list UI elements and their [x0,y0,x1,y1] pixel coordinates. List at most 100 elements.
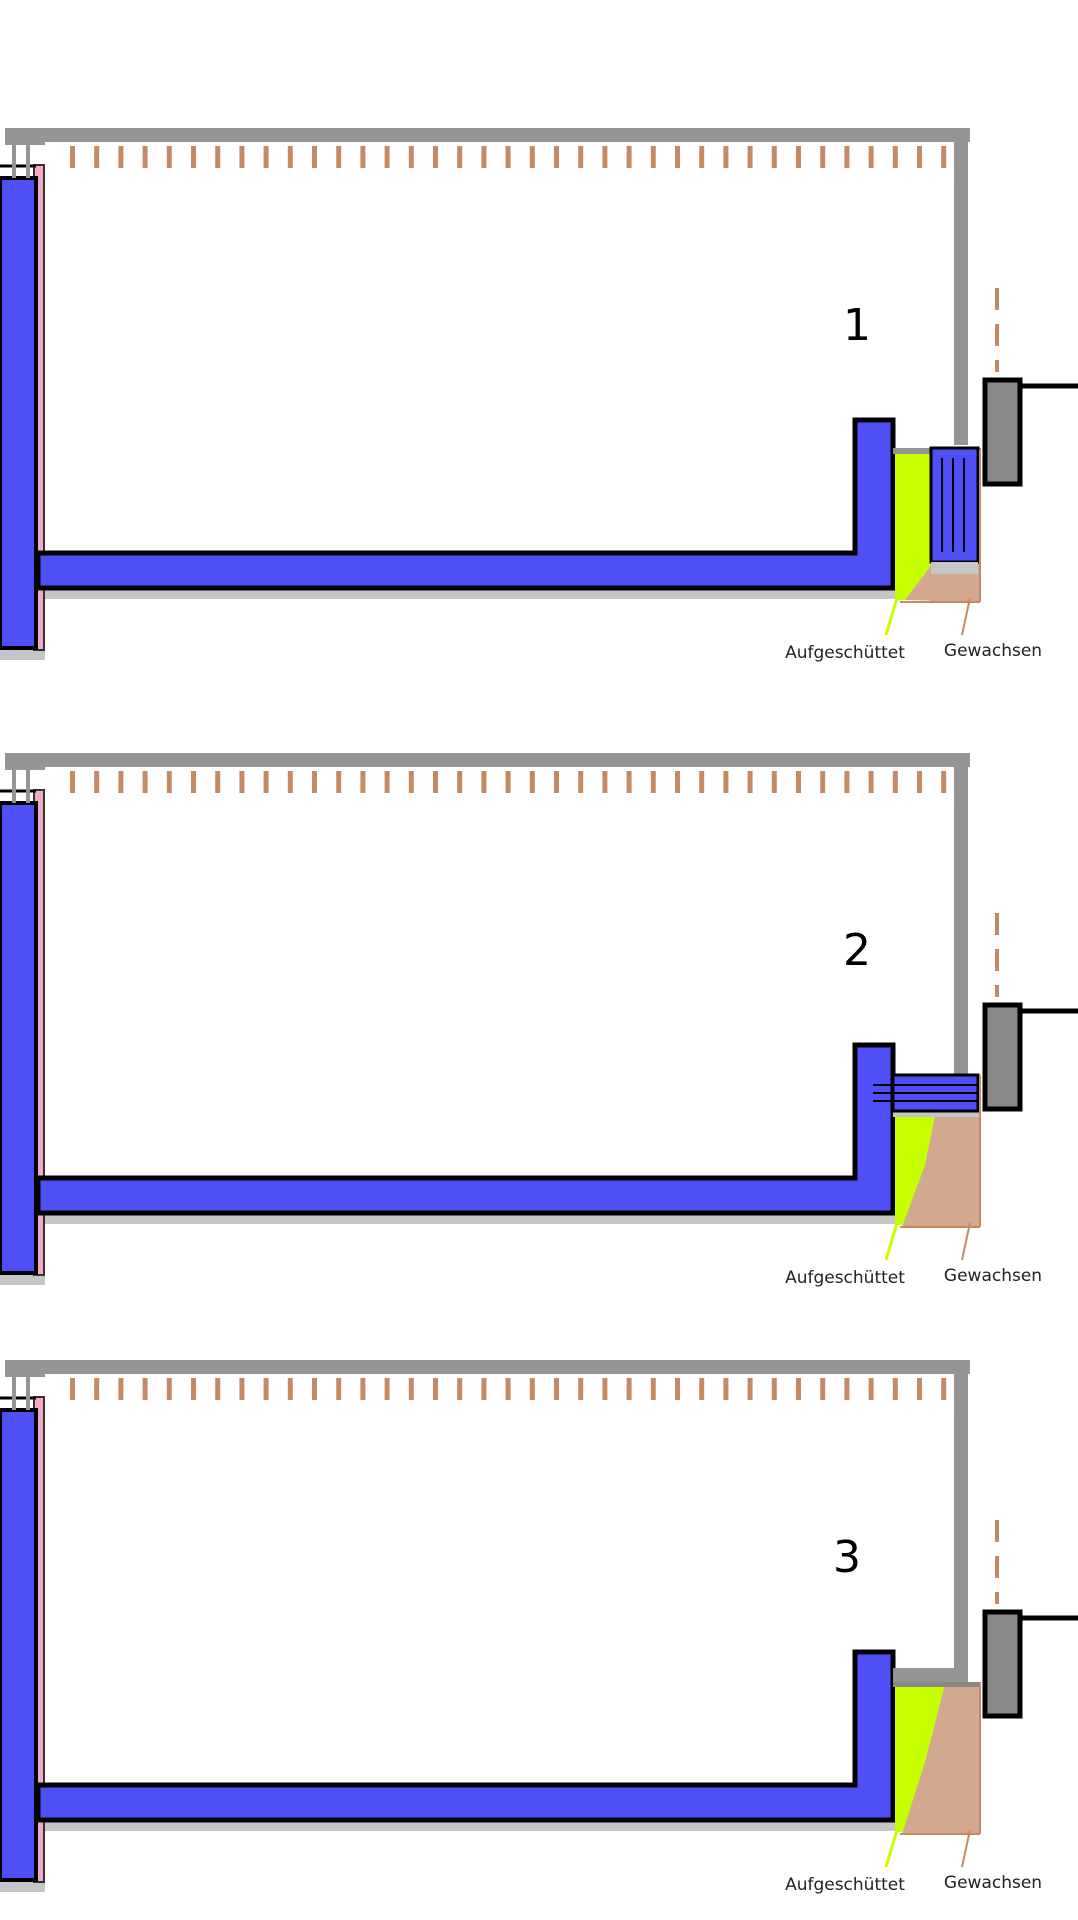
rebar-tick [263,1378,269,1400]
rebar-tick [312,771,317,793]
label-native: Gewachsen [944,641,1042,661]
rebar-tick [626,146,632,168]
rebar-tick [312,146,317,168]
left-wall [0,176,38,650]
rebar-tick [723,1378,729,1400]
footing-block [982,1609,1023,1719]
leader-fill [884,1222,899,1261]
rebar-tick [747,146,753,168]
rebar-tick [650,1378,656,1400]
footing-block [982,1002,1023,1112]
ground-line-left [0,1882,45,1892]
right-column [954,128,968,445]
rebar-tick [844,146,850,168]
rebar-tick [650,146,656,168]
rebar-tick [941,771,947,793]
rebar-tick [191,146,196,168]
rebar-tick [844,1378,850,1400]
rebar-tick [747,771,753,793]
rebar-tick [94,146,100,168]
rebar-tick [796,146,801,168]
rebar-tick [578,771,584,793]
panel-number: 3 [833,1532,861,1583]
rebar-tick [457,146,463,168]
bearing-pad [931,562,978,574]
rebar-tick [166,146,172,168]
rebar-tick [215,1378,221,1400]
beam-anchor-2 [26,142,30,178]
rebar-tick [457,1378,463,1400]
rebar-tick [578,146,584,168]
rebar-tick [336,771,342,793]
bearing-beam [893,1668,968,1682]
rebar-tick [626,771,632,793]
rebar-tick [360,146,366,168]
left-wall [0,1408,38,1882]
label-native: Gewachsen [944,1266,1042,1286]
rebar-tick [699,771,705,793]
rebar-tick [820,1378,826,1400]
rebar-tick [602,146,608,168]
rebar-tick [529,146,535,168]
rebar-tick [118,146,124,168]
rebar-tick [336,146,342,168]
beam-bracket [5,140,45,145]
native-soil [902,1115,980,1227]
rebar-tick [408,771,414,793]
rebar-tick [215,146,221,168]
beam-anchor-1 [12,142,16,178]
rebar-tick [481,771,487,793]
rebar-tick [675,771,680,793]
rebar-tick [166,1378,172,1400]
rebar-tick [917,1378,922,1400]
rebar-tick [796,1378,801,1400]
rebar-tick [917,771,922,793]
ground-line-left [0,650,45,660]
rebar-tick [239,146,245,168]
native-soil [902,1684,980,1834]
rebar-tick [529,771,535,793]
rebar-tick [892,771,898,793]
rebar-tick [191,1378,196,1400]
rebar-tick [892,1378,898,1400]
rebar-tick [578,1378,584,1400]
rebar-tick [142,146,148,168]
rebar-tick [70,771,75,793]
rebar-tick [287,1378,293,1400]
rebar-tick [408,146,414,168]
rebar-tick [820,146,826,168]
leader-native [961,1222,971,1261]
floor-slab [35,1042,896,1216]
ground-line-left [0,1275,45,1285]
beam-bracket [5,1372,45,1377]
rebar-tick [457,771,463,793]
floor-slab [35,1649,896,1823]
footing-block [982,377,1023,487]
leader-native [961,597,971,636]
right-column [954,753,968,1075]
rebar-tick [699,1378,705,1400]
rebar-tick [723,771,729,793]
right-column [954,1360,968,1668]
rebar-tick [650,771,656,793]
rebar-tick [166,771,172,793]
rebar-tick [554,1378,559,1400]
rebar-tick [892,146,898,168]
beam-bracket [5,765,45,770]
top-beam [5,1360,970,1374]
rebar-tick [626,1378,632,1400]
rebar-tick [941,146,947,168]
backfill [895,1115,935,1225]
rebar-tick [554,146,559,168]
panel-number: 1 [843,300,871,351]
rebar-tick [723,146,729,168]
rebar-tick [384,1378,390,1400]
bearing-plate [893,1111,981,1117]
rebar-tick [529,1378,535,1400]
rebar-tick [771,1378,777,1400]
rebar-tick [70,1378,75,1400]
rebar-tick [771,146,777,168]
